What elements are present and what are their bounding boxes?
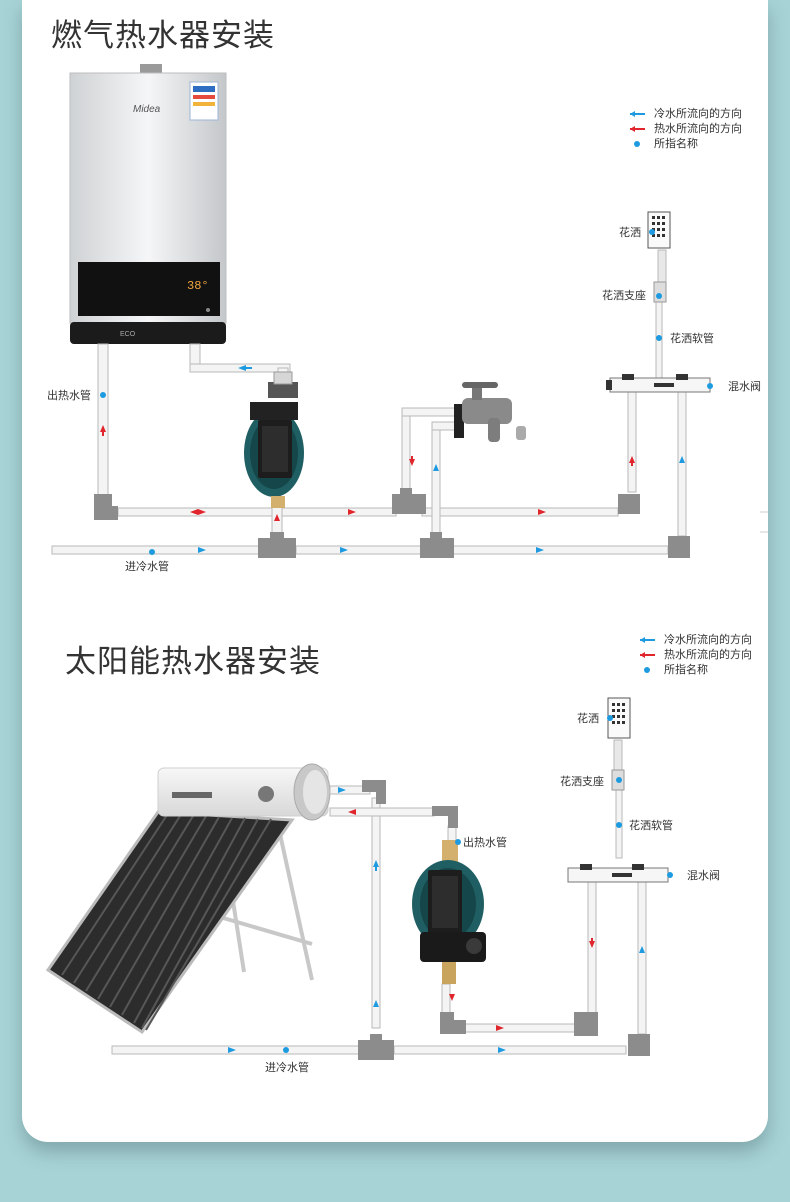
solar-shower-head-icon	[607, 697, 631, 791]
solar-mixing-valve-icon	[567, 864, 669, 883]
solar-label-mixing-valve: 混水阀	[687, 869, 720, 882]
gas-label-cold-in-pipe: 进冷水管	[125, 560, 169, 573]
solar-hot-flow-arrows	[348, 809, 595, 1031]
solar-name-markers	[283, 715, 673, 1053]
solar-cold-flow-arrows	[228, 787, 645, 1053]
legend-named-label: 所指名称	[654, 137, 698, 150]
gas-installation-diagram: Midea 38° ECO	[51, 64, 768, 558]
legend-cold-label: 冷水所流向的方向	[664, 633, 752, 646]
legend-named-label: 所指名称	[664, 663, 708, 676]
faucet-icon	[454, 382, 526, 442]
gas-pipe-fittings	[94, 486, 690, 558]
gas-water-heater-icon	[69, 64, 227, 344]
heater-eco-text: ECO	[120, 331, 136, 338]
solar-label-shower-holder: 花洒支座	[560, 775, 604, 788]
solar-label-shower: 花洒	[577, 712, 599, 725]
solar-pipe-fittings	[358, 780, 650, 1060]
heater-display-temp: 38°	[187, 279, 209, 293]
heater-brand-logo: Midea	[133, 104, 161, 115]
legend-cold-label: 冷水所流向的方向	[654, 107, 742, 120]
solar-installation-diagram	[45, 697, 673, 1060]
heater-power-button-icon	[206, 308, 210, 312]
solar-water-heater-icon	[45, 763, 331, 1035]
solar-label-hot-out-pipe: 出热水管	[463, 836, 507, 849]
gas-cold-flow-arrows	[198, 365, 685, 553]
solar-label-cold-in-pipe: 进冷水管	[265, 1061, 309, 1074]
gas-shower-head-icon	[647, 211, 671, 303]
solar-label-shower-hose: 花洒软管	[629, 819, 673, 832]
gas-label-shower-holder: 花洒支座	[602, 289, 646, 302]
gas-label-shower: 花洒	[619, 226, 641, 239]
gas-heater-section-title: 燃气热水器安装	[51, 18, 275, 54]
gas-name-markers	[100, 229, 713, 555]
gas-circulation-pump-icon	[244, 371, 304, 508]
solar-circulation-pump-icon	[412, 840, 486, 984]
legend-hot-label: 热水所流向的方向	[664, 648, 752, 661]
solar-heater-section-title: 太阳能热水器安装	[65, 644, 321, 680]
gas-label-mixing-valve: 混水阀	[728, 380, 761, 393]
diagram-card: 燃气热水器安装 冷水所流向的方向 热水所流向的方向 所指名称	[22, 0, 768, 1142]
gas-label-hot-out-pipe: 出热水管	[47, 389, 91, 402]
gas-hot-flow-arrows	[100, 425, 635, 521]
gas-label-shower-hose: 花洒软管	[670, 332, 714, 345]
legend-hot-label: 热水所流向的方向	[654, 122, 742, 135]
